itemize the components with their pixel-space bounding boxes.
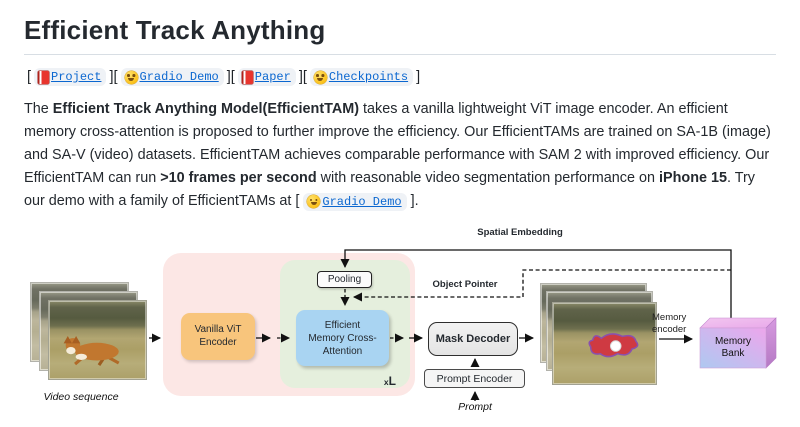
object-pointer-line bbox=[352, 269, 731, 302]
bracket: ] bbox=[416, 69, 421, 85]
output-frame-front bbox=[552, 302, 657, 385]
layers-x: x bbox=[383, 377, 389, 387]
pooling-box: Pooling bbox=[317, 271, 372, 288]
layers-label: xL bbox=[370, 372, 396, 390]
link-paper[interactable]: Paper bbox=[237, 68, 296, 86]
spatial-embedding-line bbox=[340, 249, 732, 320]
link-project[interactable]: Project bbox=[34, 68, 107, 86]
link-inline-gradio-demo-label: Gradio Demo bbox=[322, 194, 402, 209]
prompt-encoder-box: Prompt Encoder bbox=[424, 369, 525, 388]
red-book-icon bbox=[241, 70, 253, 84]
object-pointer-label: Object Pointer bbox=[432, 279, 498, 290]
prompt-caption: Prompt bbox=[458, 401, 492, 413]
video-frame-front bbox=[48, 300, 147, 380]
vanilla-vit-encoder-box: Vanilla ViT Encoder bbox=[181, 313, 255, 360]
layers-count: L bbox=[388, 374, 396, 388]
hugging-face-icon bbox=[313, 70, 327, 84]
bracket: [ bbox=[27, 69, 32, 85]
link-gradio-demo[interactable]: Gradio Demo bbox=[120, 68, 224, 86]
bold-text: iPhone 15 bbox=[659, 170, 727, 186]
memory-bank-label: Memory Bank bbox=[714, 336, 752, 359]
link-gradio-demo-label: Gradio Demo bbox=[139, 70, 219, 84]
bracket: ][ bbox=[226, 69, 235, 85]
bold-text: Efficient Track Anything Model(Efficient… bbox=[52, 101, 360, 117]
link-checkpoints-label: Checkpoints bbox=[328, 70, 409, 84]
corgi-illustration bbox=[63, 336, 120, 367]
architecture-diagram: Video sequence bbox=[0, 225, 800, 422]
intro-paragraph: The Efficient Track Anything Model(Effic… bbox=[24, 101, 771, 211]
bracket: ][ bbox=[298, 69, 307, 85]
mask-decoder-box: Mask Decoder bbox=[428, 322, 518, 356]
hugging-face-icon bbox=[124, 70, 138, 84]
nav-links: [ Project ][ Gradio Demo ][ Paper ][ Checkpoint… bbox=[24, 68, 776, 86]
diagram-arrows bbox=[149, 249, 732, 401]
video-sequence-caption: Video sequence bbox=[43, 391, 119, 403]
link-inline-gradio-demo[interactable]: Gradio Demo bbox=[303, 192, 407, 211]
memory-encoder-label: Memory encoder bbox=[652, 312, 687, 335]
bold-text: >10 frames per second bbox=[160, 170, 317, 186]
bracket: ][ bbox=[109, 69, 118, 85]
page-title: Efficient Track Anything bbox=[24, 15, 776, 55]
hugging-face-icon bbox=[307, 195, 321, 208]
link-paper-label: Paper bbox=[254, 70, 291, 84]
link-project-label: Project bbox=[51, 70, 102, 84]
segmentation-mask bbox=[588, 333, 639, 358]
spatial-embedding-label: Spatial Embedding bbox=[477, 227, 563, 238]
memory-cross-attention-box: Efficient Memory Cross- Attention bbox=[296, 310, 389, 366]
readme-page: Efficient Track Anything [ Project ][ Gradi… bbox=[0, 15, 800, 427]
red-book-icon bbox=[38, 70, 50, 84]
link-checkpoints[interactable]: Checkpoints bbox=[309, 68, 414, 86]
memory-bank-box bbox=[699, 317, 777, 369]
